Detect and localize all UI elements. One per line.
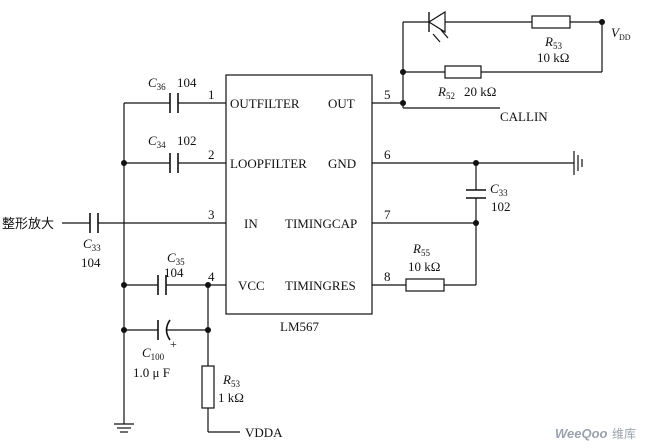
c35-value: 104 [164, 265, 184, 280]
vdd-net-label: VDD [611, 25, 631, 42]
pin-number-5: 5 [384, 87, 391, 102]
r52-value: 20 kΩ [464, 84, 496, 99]
r55-ref: R55 [412, 241, 430, 258]
pin-name-timingres: TIMINGRES [285, 278, 356, 293]
c100-value: 1.0 μ F [133, 365, 170, 380]
pin-number-7: 7 [384, 207, 391, 222]
pin-name-gnd: GND [328, 156, 356, 171]
c33-timing-value: 102 [491, 199, 511, 214]
ground-symbol-left [114, 423, 134, 433]
pin-number-2: 2 [208, 147, 215, 162]
ic-part-label: LM567 [280, 319, 320, 334]
callin-net-label: CALLIN [500, 109, 548, 124]
pin-number-4: 4 [208, 269, 215, 284]
junctions [121, 19, 605, 333]
r53-bottom-value: 1 kΩ [218, 390, 244, 405]
vdda-net-label: VDDA [245, 425, 283, 440]
r52-ref: R52 [437, 84, 455, 101]
lm567-ic-body [225, 74, 373, 315]
pin-number-3: 3 [208, 207, 215, 222]
c33-input-ref: C33 [83, 236, 101, 253]
pin-name-outfilter: OUTFILTER [230, 96, 300, 111]
pin-name-out: OUT [328, 96, 355, 111]
pin-name-in: IN [244, 216, 258, 231]
pin-number-8: 8 [384, 269, 391, 284]
c100-ref: C100 [142, 345, 165, 362]
c33-input-value: 104 [81, 255, 101, 270]
pin-name-loopfilter: LOOPFILTER [230, 156, 307, 171]
ground-symbol-right [573, 151, 583, 175]
c36-ref: C36 [148, 75, 166, 92]
wires [62, 10, 603, 433]
r55-value: 10 kΩ [408, 259, 440, 274]
c33-timing-ref: C33 [490, 181, 508, 198]
input-net-label: 整形放大 [2, 217, 54, 232]
c36-value: 104 [177, 75, 197, 90]
c35-ref: C35 [167, 250, 185, 267]
c34-value: 102 [177, 133, 197, 148]
r53-top-value: 10 kΩ [537, 50, 569, 65]
svg-text:维库: 维库 [612, 426, 636, 441]
pin-number-1: 1 [208, 87, 215, 102]
pin-name-vcc: VCC [238, 278, 265, 293]
r53-bottom-ref: R53 [222, 372, 240, 389]
r53-top-ref: R53 [544, 34, 562, 51]
watermark: WeeQoo 维库 [555, 426, 636, 441]
pin-name-timingcap: TIMINGCAP [285, 216, 357, 231]
pin-number-6: 6 [384, 147, 391, 162]
c100-plus-mark: + [170, 337, 177, 351]
svg-text:WeeQoo: WeeQoo [555, 426, 608, 441]
c34-ref: C34 [148, 133, 166, 150]
